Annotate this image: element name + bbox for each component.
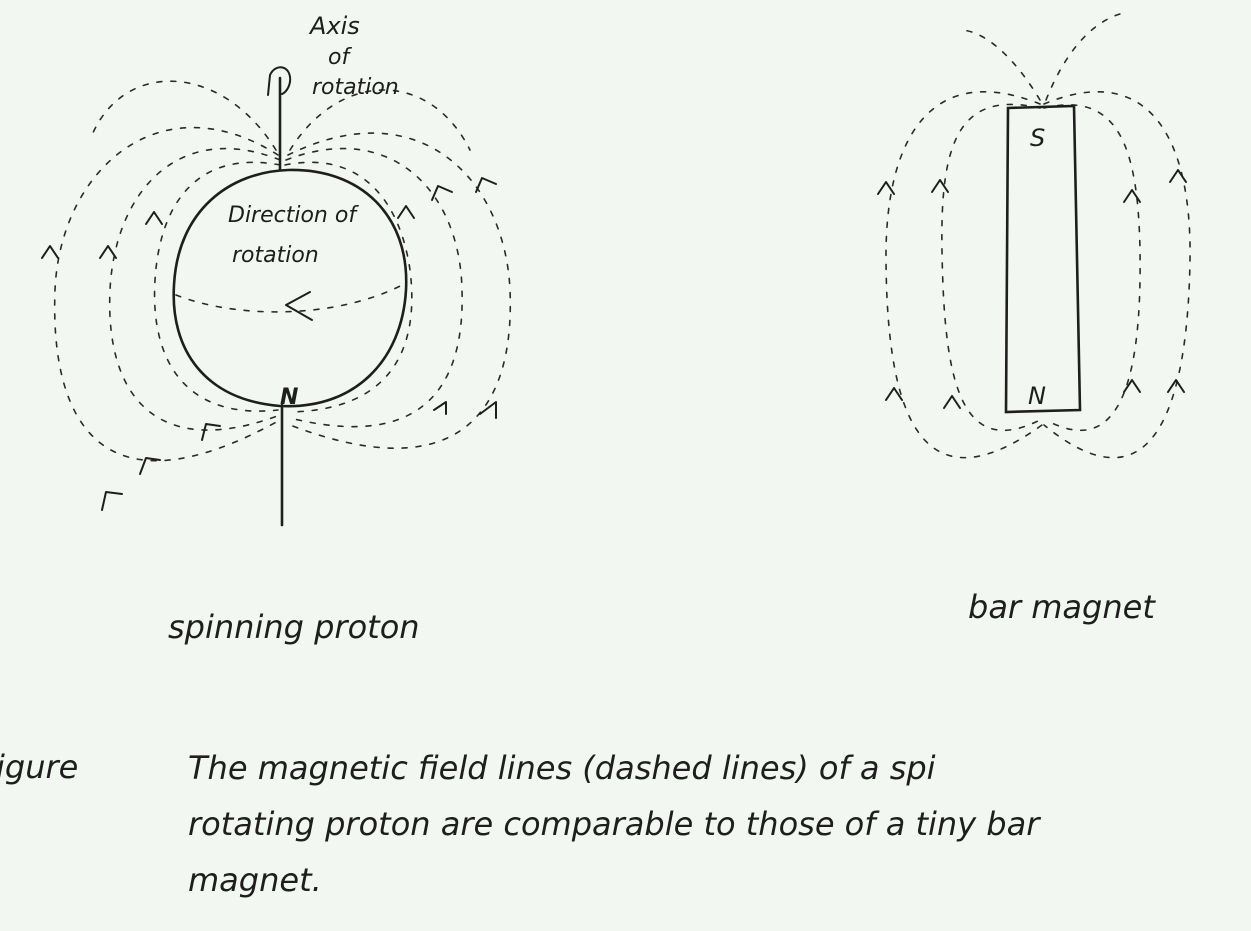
magnet-field-line xyxy=(1043,104,1141,432)
proton-field-line xyxy=(53,126,281,462)
magnet-field-line xyxy=(941,103,1041,432)
caption-line: rotating proton are comparable to those … xyxy=(188,805,1040,843)
proton-field-line xyxy=(285,147,463,428)
magnet-north-pole: N xyxy=(1028,382,1046,410)
proton-field-line xyxy=(284,161,413,413)
spinning-proton-caption: spinning proton xyxy=(168,608,420,646)
proton-north-pole: N xyxy=(280,385,298,410)
proton-field-arrows xyxy=(41,177,497,511)
rotation-equator xyxy=(175,283,405,313)
magnet-south-pole: S xyxy=(1030,124,1045,152)
proton-field-line xyxy=(153,161,281,412)
magnet-field-line xyxy=(1045,13,1121,101)
axis-spin-arrow xyxy=(267,66,292,96)
figure-label: igure xyxy=(0,748,79,786)
proton-field-line xyxy=(89,80,277,151)
bar-magnet-diagram: S N xyxy=(877,13,1191,459)
proton-field-line xyxy=(289,89,471,151)
bar-magnet-body xyxy=(1004,104,1082,414)
magnet-field-arrows xyxy=(877,169,1187,409)
magnet-field-line xyxy=(959,29,1041,101)
proton-field-line xyxy=(108,147,281,431)
direction-label-line2: rotation xyxy=(232,243,319,268)
axis-label-line2: of xyxy=(328,45,352,70)
bar-magnet-caption: bar magnet xyxy=(968,588,1155,626)
proton-sphere xyxy=(172,168,408,408)
rotation-arrow xyxy=(285,291,313,321)
magnet-field-line xyxy=(885,91,1043,459)
axis-label-line1: Axis xyxy=(308,12,360,40)
magnet-field-line xyxy=(1043,91,1191,459)
caption-line: The magnetic field lines (dashed lines) … xyxy=(188,749,936,787)
direction-label-line1: Direction of xyxy=(228,203,359,228)
caption-line: magnet. xyxy=(188,861,322,899)
proton-field-line xyxy=(287,132,512,450)
spinning-proton-diagram: N Axis of rotation Direction of rotation xyxy=(41,12,512,527)
axis-label-line3: rotation xyxy=(312,75,399,100)
figure-caption-text: The magnetic field lines (dashed lines) … xyxy=(188,740,1251,908)
